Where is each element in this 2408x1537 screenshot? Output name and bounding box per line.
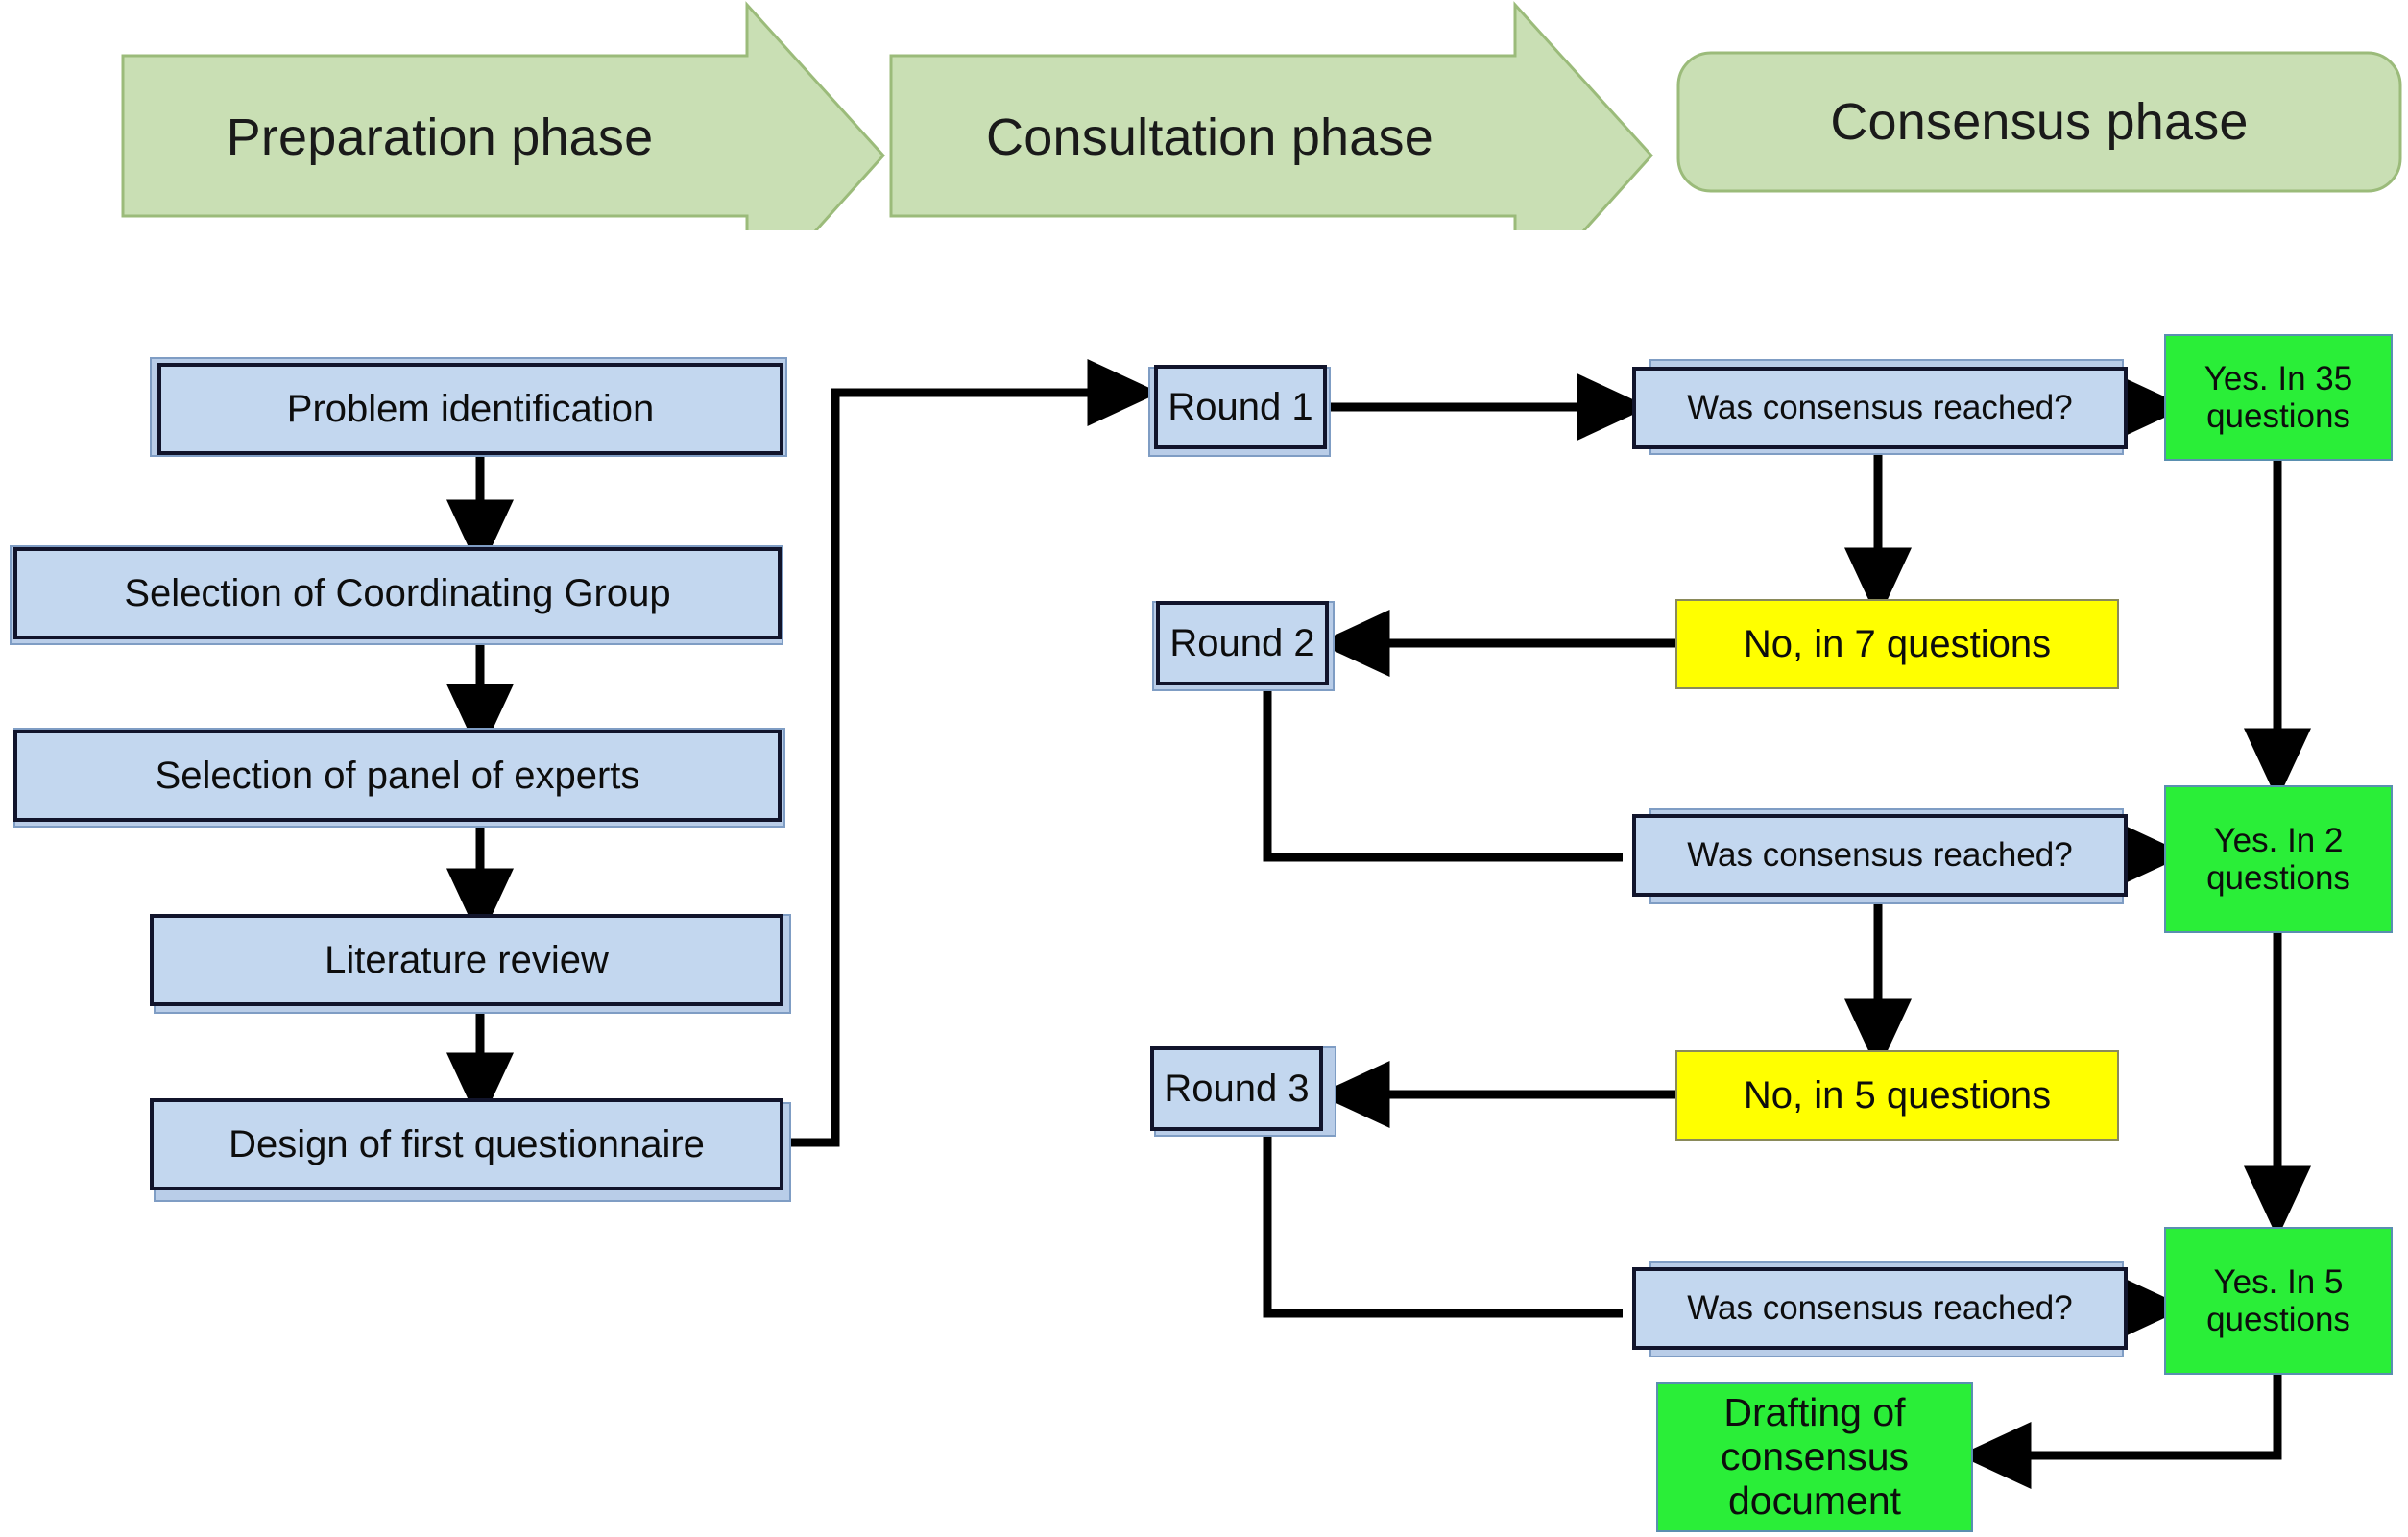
outcome-no-round-1[interactable]: No, in 7 questions (1675, 599, 2119, 689)
round-2-box[interactable]: Round 2 (1156, 601, 1329, 685)
outcome-yes-round-1[interactable]: Yes. In 35 questions (2164, 334, 2393, 461)
step-selection-panel-experts[interactable]: Selection of panel of experts (13, 730, 782, 822)
consensus-phase-label: Consensus phase (1830, 93, 2249, 151)
decision-2-was-consensus-reached[interactable]: Was consensus reached? (1632, 814, 2128, 897)
outcome-yes-round-3[interactable]: Yes. In 5 questions (2164, 1227, 2393, 1375)
wire-round3-to-decision3 (1263, 1132, 1623, 1318)
preparation-phase-label: Preparation phase (226, 108, 654, 166)
step-literature-review[interactable]: Literature review (150, 914, 783, 1006)
arrow-design-to-round1 (780, 358, 1160, 1147)
decision-3-was-consensus-reached[interactable]: Was consensus reached? (1632, 1267, 2128, 1350)
step-problem-identification[interactable]: Problem identification (157, 363, 783, 455)
step-design-first-questionnaire[interactable]: Design of first questionnaire (150, 1098, 783, 1190)
round-3-box[interactable]: Round 3 (1150, 1046, 1323, 1131)
wire-round2-to-decision2 (1263, 687, 1623, 862)
consultation-phase-label: Consultation phase (986, 108, 1433, 166)
decision-1-was-consensus-reached[interactable]: Was consensus reached? (1632, 367, 2128, 449)
outcome-yes-round-2[interactable]: Yes. In 2 questions (2164, 785, 2393, 933)
outcome-no-round-2[interactable]: No, in 5 questions (1675, 1050, 2119, 1141)
round-1-box[interactable]: Round 1 (1154, 365, 1327, 449)
step-selection-coordinating-group[interactable]: Selection of Coordinating Group (13, 547, 782, 639)
final-drafting-consensus-document[interactable]: Drafting of consensus document (1656, 1382, 1973, 1532)
arrow-yes5-to-drafting (1959, 1375, 2282, 1490)
